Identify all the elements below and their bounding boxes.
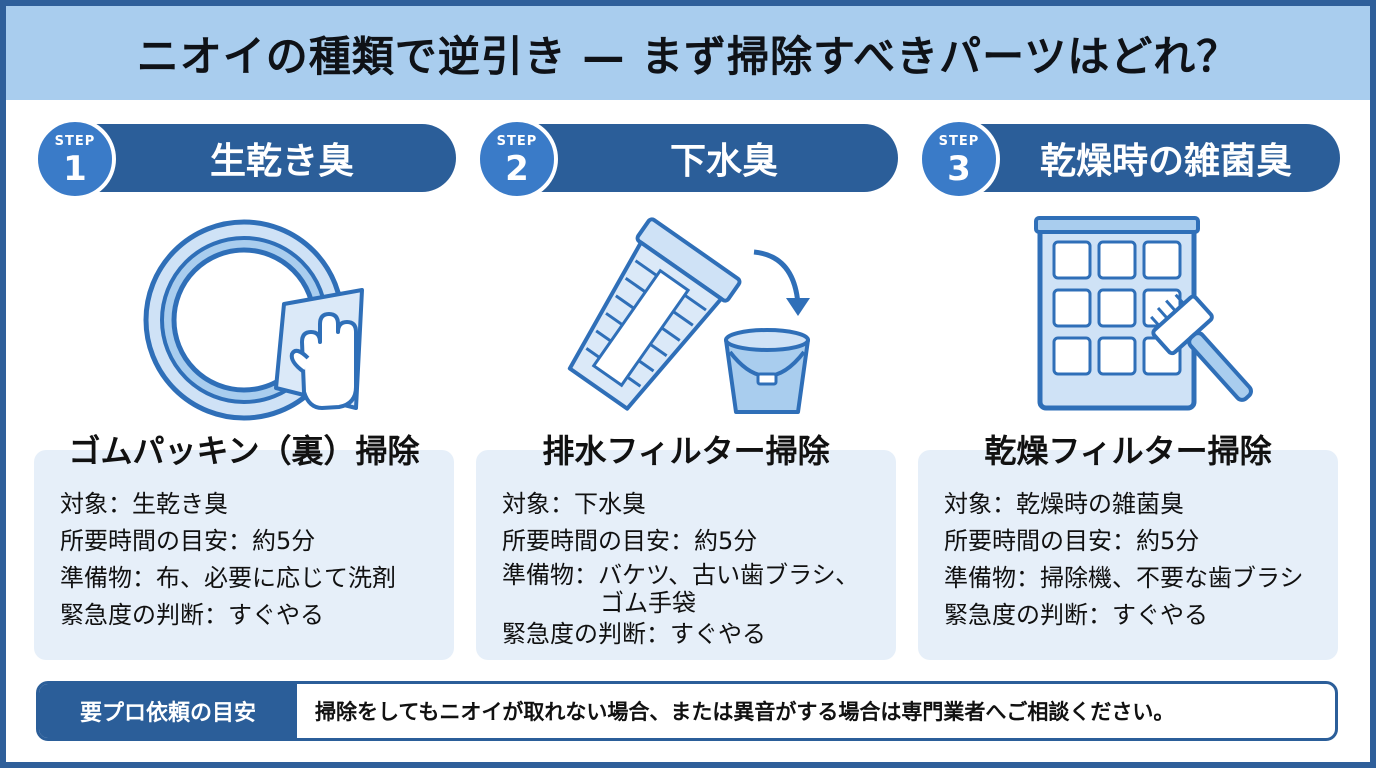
rubber-gasket-wipe-icon: [143, 219, 364, 421]
header-banner: ニオイの種類で逆引き — まず掃除すべきパーツはどれ？: [6, 6, 1370, 100]
detail-urgency: 緊急度の判断：すぐやる: [944, 601, 1208, 629]
detail-supplies: 準備物：バケツ、古い歯ブラシ、: [502, 561, 860, 589]
step-label: STEP: [938, 134, 980, 149]
step-badge: STEP 1: [34, 118, 116, 200]
detail-supplies-cont: ゴム手袋: [600, 589, 696, 617]
task-details: 対象：下水臭 所要時間の目安：約5分 準備物：バケツ、古い歯ブラシ、 ゴム手袋 …: [502, 486, 890, 653]
step-number: 3: [947, 149, 971, 189]
task-details: 対象：乾燥時の雑菌臭 所要時間の目安：約5分 準備物：掃除機、不要な歯ブラシ 緊…: [944, 486, 1332, 634]
step-badge: STEP 3: [918, 118, 1000, 200]
task-details: 対象：生乾き臭 所要時間の目安：約5分 準備物：布、必要に応じて洗剤 緊急度の判…: [60, 486, 448, 634]
pro-request-label: 要プロ依頼の目安: [39, 684, 297, 738]
step-heading-pill: 生乾き臭: [48, 124, 456, 192]
pro-request-text: 掃除をしてもニオイが取れない場合、または異音がする場合は専門業者へご相談ください…: [315, 700, 1175, 724]
step-label: STEP: [54, 134, 96, 149]
detail-supplies: 準備物：掃除機、不要な歯ブラシ: [944, 564, 1304, 592]
task-card: [34, 450, 454, 660]
task-title: 排水フィルター掃除: [542, 432, 830, 470]
step-number: 1: [63, 149, 87, 189]
detail-time: 所要時間の目安：約5分: [60, 527, 316, 555]
step-column-2: 下水臭 STEP 2 排水フィルター掃除 対象：下水臭 所要時間の目安：約5分 …: [476, 118, 898, 666]
detail-target: 対象：乾燥時の雑菌臭: [944, 490, 1184, 518]
detail-urgency: 緊急度の判断：すぐやる: [502, 620, 766, 648]
step-column-3: 乾燥時の雑菌臭 STEP 3 乾燥フィルター掃除 対象：乾燥: [918, 118, 1340, 666]
task-title: 乾燥フィルター掃除: [984, 432, 1272, 470]
step-heading: 生乾き臭: [209, 141, 354, 182]
detail-urgency: 緊急度の判断：すぐやる: [60, 601, 324, 629]
pro-request-note: 要プロ依頼の目安 掃除をしてもニオイが取れない場合、または異音がする場合は専門業…: [36, 681, 1338, 741]
step-heading-pill: 乾燥時の雑菌臭: [932, 124, 1340, 192]
drain-filter-bucket-icon: [567, 217, 810, 414]
detail-target: 対象：生乾き臭: [60, 490, 228, 518]
step-label: STEP: [496, 134, 538, 149]
detail-supplies: 準備物：布、必要に応じて洗剤: [60, 564, 396, 592]
task-card: [476, 450, 896, 660]
detail-time: 所要時間の目安：約5分: [944, 527, 1200, 555]
task-card: [918, 450, 1338, 660]
step-heading: 下水臭: [669, 141, 778, 182]
task-title: ゴムパッキン（裏）掃除: [68, 432, 420, 470]
step-number: 2: [505, 149, 529, 189]
step-heading: 乾燥時の雑菌臭: [1039, 141, 1292, 182]
dryer-filter-brush-icon: [1034, 216, 1253, 411]
detail-target: 対象：下水臭: [502, 490, 646, 518]
step-heading-pill: 下水臭: [490, 124, 898, 192]
detail-time: 所要時間の目安：約5分: [502, 527, 758, 555]
step-badge: STEP 2: [476, 118, 558, 200]
page-title: ニオイの種類で逆引き — まず掃除すべきパーツはどれ？: [136, 31, 1240, 81]
step-column-1: 生乾き臭 STEP 1 ゴムパッキン（裏）掃除 対象：生乾き臭 所要時間の目安：…: [34, 118, 456, 666]
